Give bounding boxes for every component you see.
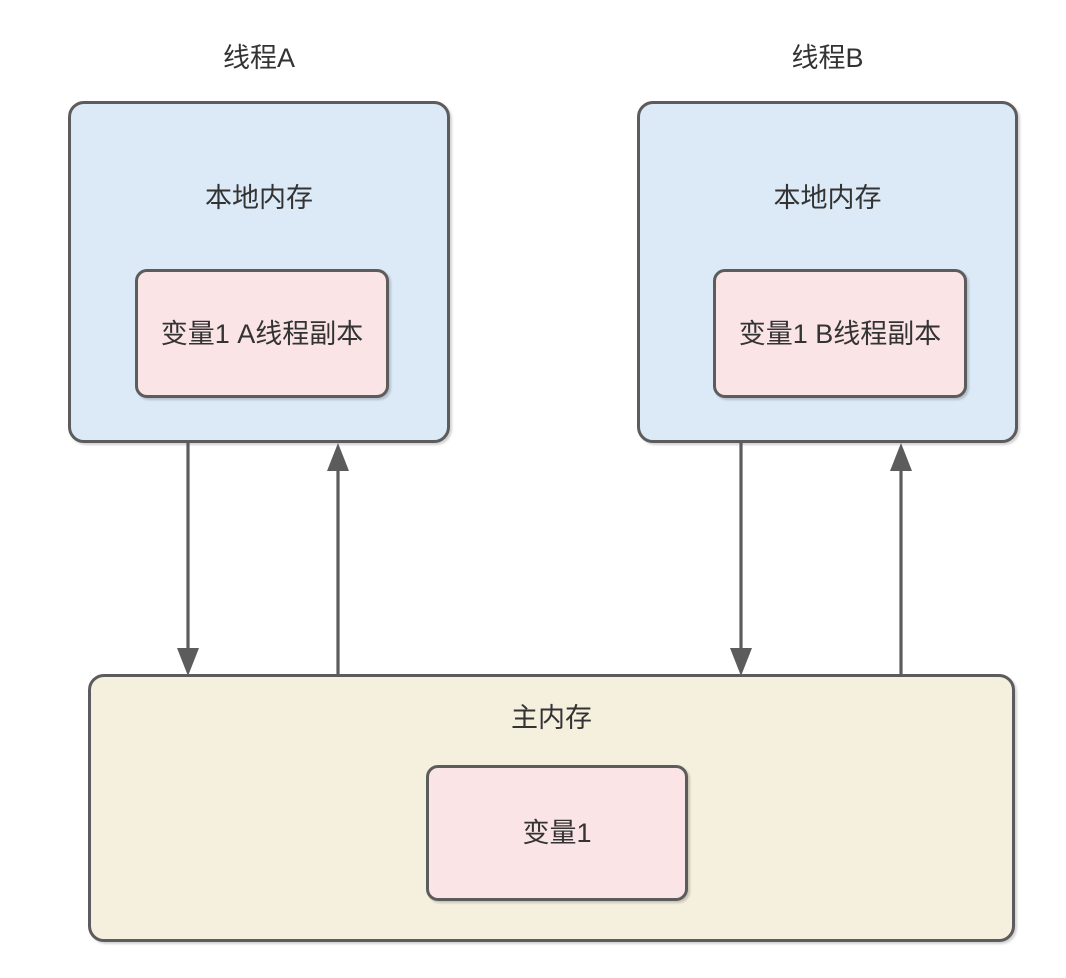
main-memory-variable-label: 变量1 (522, 817, 592, 848)
thread-a-variable-box[interactable]: 变量1 A线程副本 (135, 269, 389, 398)
main-memory-box[interactable]: 主内存 变量1 (88, 674, 1015, 942)
arrow-thread-a-read-from-main (327, 443, 349, 674)
arrow-thread-b-read-from-main (890, 443, 912, 674)
thread-a-variable-label: 变量1 A线程副本 (160, 318, 364, 349)
thread-a-local-memory-title: 本地内存 (205, 183, 313, 213)
thread-b-variable-box[interactable]: 变量1 B线程副本 (713, 269, 967, 398)
thread-b-caption: 线程B (791, 43, 864, 73)
thread-a-local-memory-box[interactable]: 本地内存 变量1 A线程副本 (68, 101, 450, 443)
arrow-thread-a-write-to-main (177, 443, 199, 676)
thread-a-caption: 线程A (222, 43, 295, 73)
thread-b-local-memory-title: 本地内存 (773, 183, 882, 213)
main-memory-title: 主内存 (511, 703, 592, 733)
thread-b-variable-label: 变量1 B线程副本 (738, 318, 942, 349)
thread-b-local-memory-box[interactable]: 本地内存 变量1 B线程副本 (637, 101, 1018, 443)
arrow-thread-b-write-to-main (730, 443, 752, 676)
main-memory-variable-box[interactable]: 变量1 (426, 765, 688, 901)
